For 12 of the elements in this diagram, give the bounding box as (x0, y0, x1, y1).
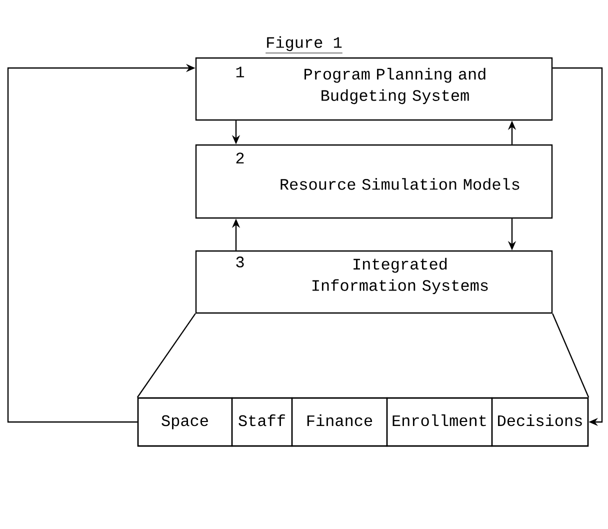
table-cell: Space (137, 397, 233, 447)
connector-line (552, 313, 590, 398)
process-box: 3 Integrated Information Systems (195, 250, 553, 314)
figure-title: Figure 1 (265, 36, 343, 54)
connector-line (136, 313, 196, 398)
process-box: 1 Program Planning and Budgeting System (195, 57, 553, 121)
table-cell: Decisions (491, 397, 589, 447)
arrow (552, 67, 603, 426)
process-box: 2 Resource Simulation Models (195, 144, 553, 219)
table-cell: Staff (231, 397, 293, 447)
table-cell: Finance (291, 397, 388, 447)
table-cell: Enrollment (386, 397, 493, 447)
